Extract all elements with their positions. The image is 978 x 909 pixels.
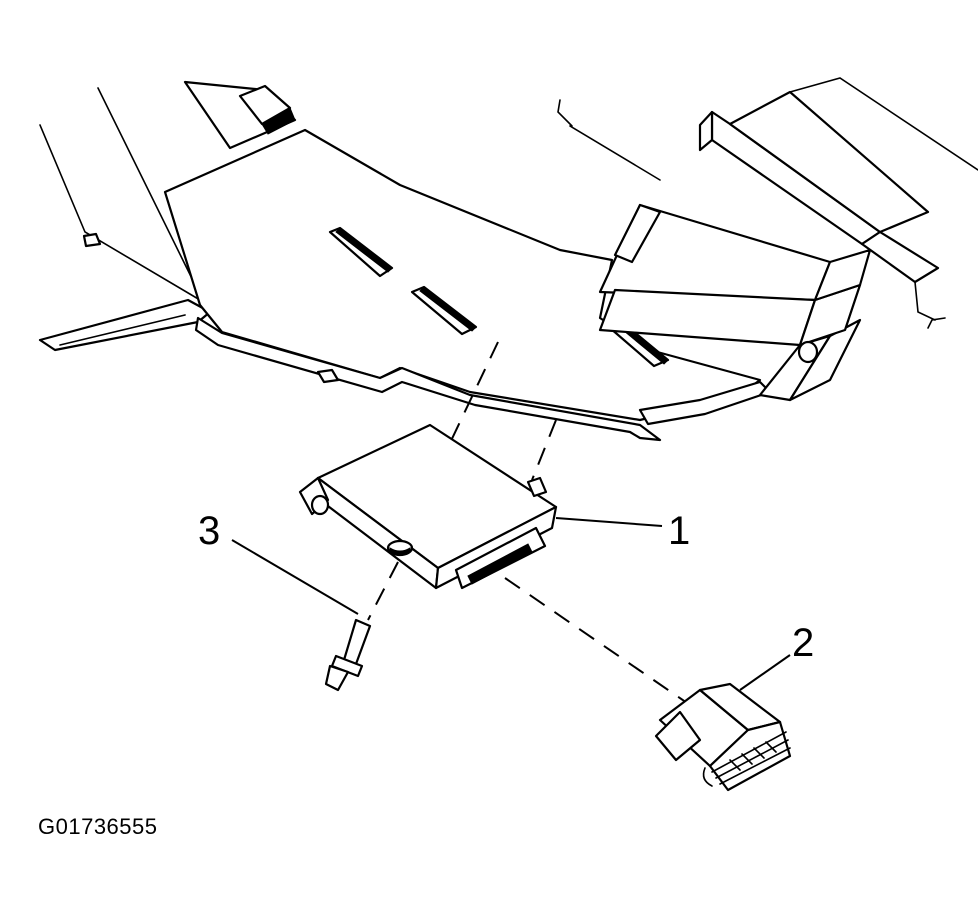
control-module <box>298 423 558 590</box>
leader-lines <box>231 517 791 691</box>
wiring-connector <box>654 682 792 792</box>
mounting-panel <box>38 77 978 442</box>
callout-3: 3 <box>198 509 220 553</box>
callout-1: 1 <box>668 509 690 553</box>
callout-2: 2 <box>792 621 814 665</box>
push-pin-fastener <box>324 618 372 692</box>
figure-id: G01736555 <box>38 814 158 839</box>
